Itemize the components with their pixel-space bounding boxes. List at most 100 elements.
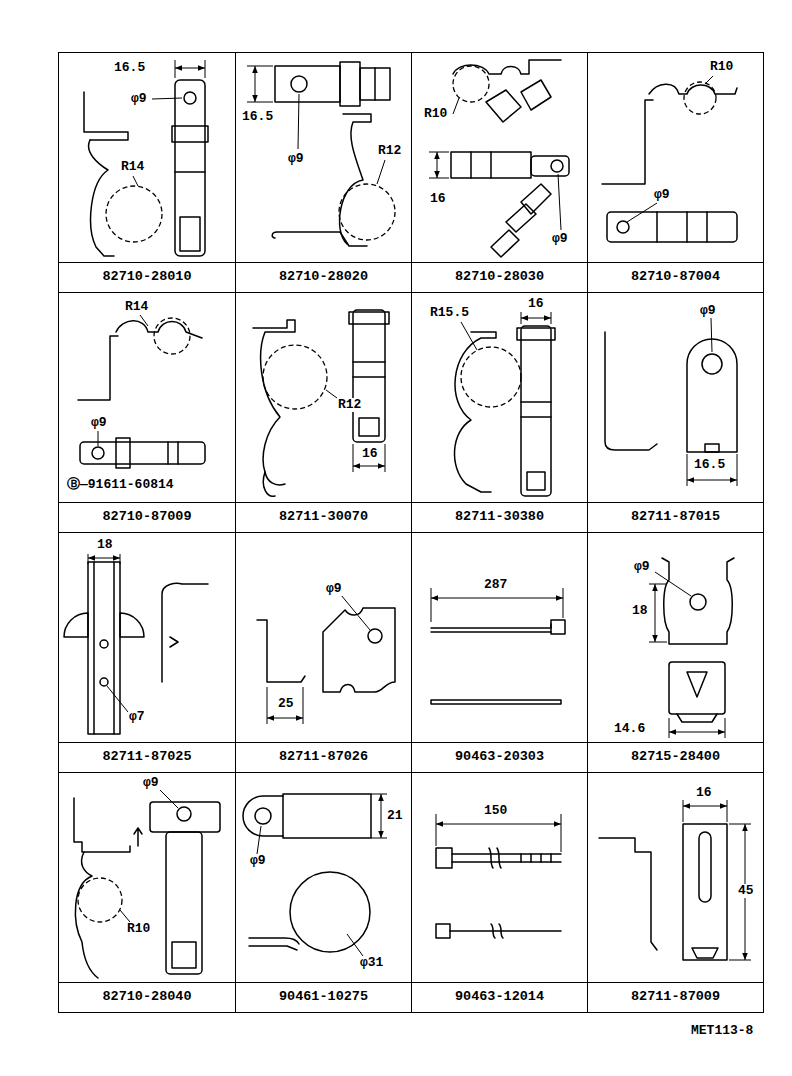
clamp-drawing-stroke (683, 824, 727, 960)
cable-tie-drawing-stroke (431, 631, 551, 633)
dimension-label: R12 (337, 398, 362, 412)
clamp-drawing-stroke (93, 562, 95, 734)
clamp-drawing-stroke (80, 442, 205, 464)
clamp-drawing-stroke (172, 942, 196, 968)
clamp-drawing-stroke (92, 447, 104, 459)
dimension-label: φ9 (287, 152, 305, 166)
part-cell: 82711-30070 (235, 292, 412, 533)
clamp-drawing-stroke (75, 852, 98, 978)
clamp-drawing (243, 794, 387, 956)
clamp-drawing-stroke (78, 336, 118, 400)
clamp-drawing-stroke (340, 62, 360, 106)
clamp-drawing-stroke (521, 401, 551, 403)
dimension-line (326, 390, 337, 398)
clamp-drawing (599, 800, 751, 960)
clamp-drawing-stroke (177, 442, 179, 464)
clamp-drawing-stroke (702, 354, 722, 374)
part-number: 82711-87015 (588, 502, 763, 532)
dimension-label: φ9 (699, 304, 717, 318)
clamp-drawing-stroke (521, 416, 551, 418)
dimension-line (683, 806, 727, 807)
clamp-drawing-stroke (506, 204, 536, 232)
clamp-drawing-stroke (323, 608, 395, 692)
clamp-drawing-stroke (607, 212, 737, 242)
part-cell: 82711-87015 (587, 292, 764, 533)
dimension-line (247, 66, 273, 67)
clamp-drawing-stroke (527, 472, 545, 490)
clamp-drawing-stroke (521, 326, 551, 496)
clamp-drawing-stroke (180, 217, 200, 251)
clamp-drawing-stroke (461, 347, 521, 407)
cable-tie-drawing-stroke (436, 924, 450, 938)
clamp-drawing-stroke (453, 66, 489, 102)
dimension-label: 287 (483, 578, 508, 592)
part-cell: 82710-87004 (587, 52, 764, 293)
part-number: 82710-28040 (59, 982, 235, 1012)
cable-tie-drawing-stroke (452, 853, 561, 855)
clamp-drawing (605, 318, 737, 486)
dimension-line (725, 718, 726, 738)
dimension-line (140, 315, 148, 326)
clamp-drawing-stroke (243, 796, 283, 836)
dimension-line (175, 68, 205, 69)
clamp-drawing (74, 790, 220, 978)
clamp-drawing-stroke (677, 714, 717, 722)
clamp-drawing-stroke (170, 637, 178, 647)
clamp-drawing (429, 60, 569, 257)
dimension-line (683, 800, 684, 822)
dimension-line (160, 790, 178, 808)
dimension-label: 16 (361, 447, 379, 461)
clamp-drawing-stroke (605, 332, 657, 450)
dimension-line (120, 910, 130, 922)
clamp-drawing-stroke (455, 332, 496, 492)
dimension-label: 45 (737, 884, 755, 898)
clamp-drawing-stroke (687, 672, 707, 697)
clamp-drawing-stroke (272, 232, 367, 246)
part-number: 82710-28020 (236, 262, 411, 292)
dimension-label: 16.5 (241, 110, 274, 124)
dimension-line (627, 203, 657, 222)
clamp-drawing-stroke (88, 562, 120, 734)
dimension-line (175, 60, 176, 78)
dimension-line (649, 584, 667, 585)
clamp-drawing (78, 315, 205, 468)
clamp-drawing-stroke (249, 938, 299, 950)
clamp-drawing-stroke (690, 594, 706, 610)
clamp-drawing-stroke (291, 76, 307, 92)
clamp-drawing-stroke (175, 80, 205, 256)
dimension-label: 18 (96, 538, 114, 552)
dimension-line (88, 558, 120, 559)
part-number: 82710-28010 (59, 262, 235, 292)
clamp-drawing-stroke (100, 640, 108, 648)
clamp-drawing-stroke (74, 798, 130, 852)
clamp-drawing-stroke (684, 82, 716, 114)
dimension-line (431, 588, 432, 622)
dimension-line (649, 642, 667, 643)
dimension-line (353, 444, 354, 472)
dimension-line (429, 178, 449, 179)
dimension-line (353, 466, 385, 467)
part-cell: 82715-28400 (587, 532, 764, 773)
part-number: 82711-30070 (236, 502, 411, 532)
part-cell: 82710-28010 (58, 52, 236, 293)
dimension-line (669, 718, 670, 738)
part-number: 82711-30380 (412, 502, 587, 532)
dimension-label: R12 (377, 144, 402, 158)
cable-tie-drawing-stroke (521, 854, 551, 862)
dimension-label: φ7 (128, 710, 146, 724)
clamp-drawing-stroke (89, 140, 114, 256)
part-number: 90463-20303 (412, 742, 587, 772)
dimension-line (255, 66, 256, 102)
dimension-line (381, 794, 382, 838)
dimension-label: 16 (527, 297, 545, 311)
dimension-label: φ9 (325, 582, 343, 596)
dimension-line (267, 718, 303, 719)
clamp-drawing-stroke (353, 376, 385, 378)
dimension-line (247, 102, 273, 103)
dimension-label: 16 (429, 192, 447, 206)
clamp-drawing-stroke (290, 872, 370, 952)
clamp-drawing-stroke (263, 345, 327, 409)
dimension-line (371, 794, 387, 795)
